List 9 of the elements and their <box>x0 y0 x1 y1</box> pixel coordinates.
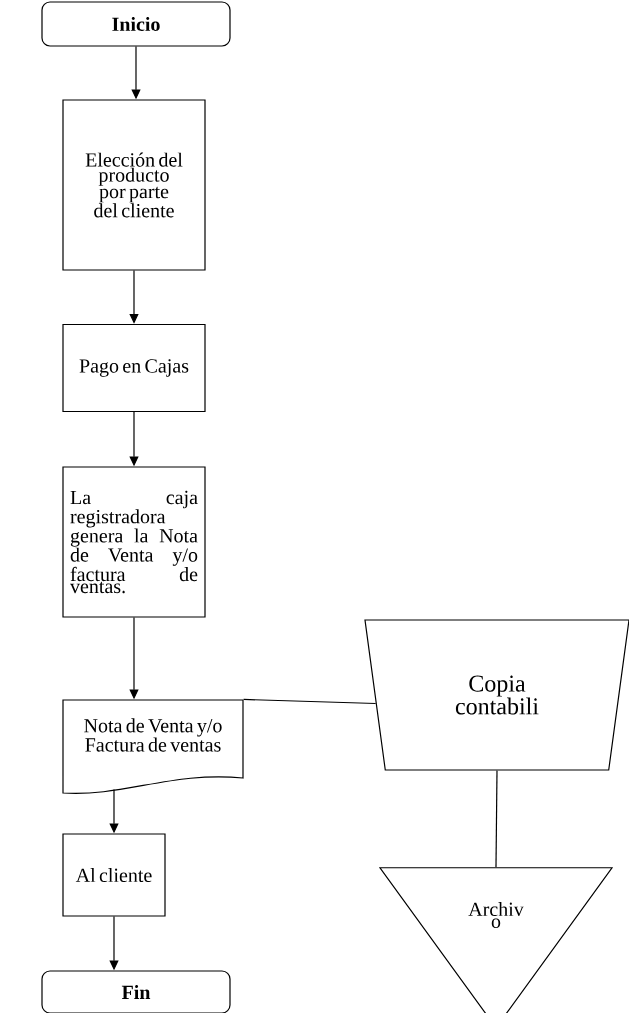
arrow <box>129 270 139 324</box>
terminator-box: Inicio <box>41 1 231 47</box>
terminator-box: Fin <box>41 970 231 1013</box>
process-box: Elección del producto por parte del cliente <box>62 99 206 271</box>
process-box: La caja registradora genera la Nota de Venta y/o factura de ventas. <box>62 466 206 618</box>
connector-line <box>243 698 377 705</box>
process-box: Pago en Cajas <box>62 323 206 413</box>
connector-line <box>495 770 498 868</box>
process-box: Al cliente <box>62 833 166 917</box>
